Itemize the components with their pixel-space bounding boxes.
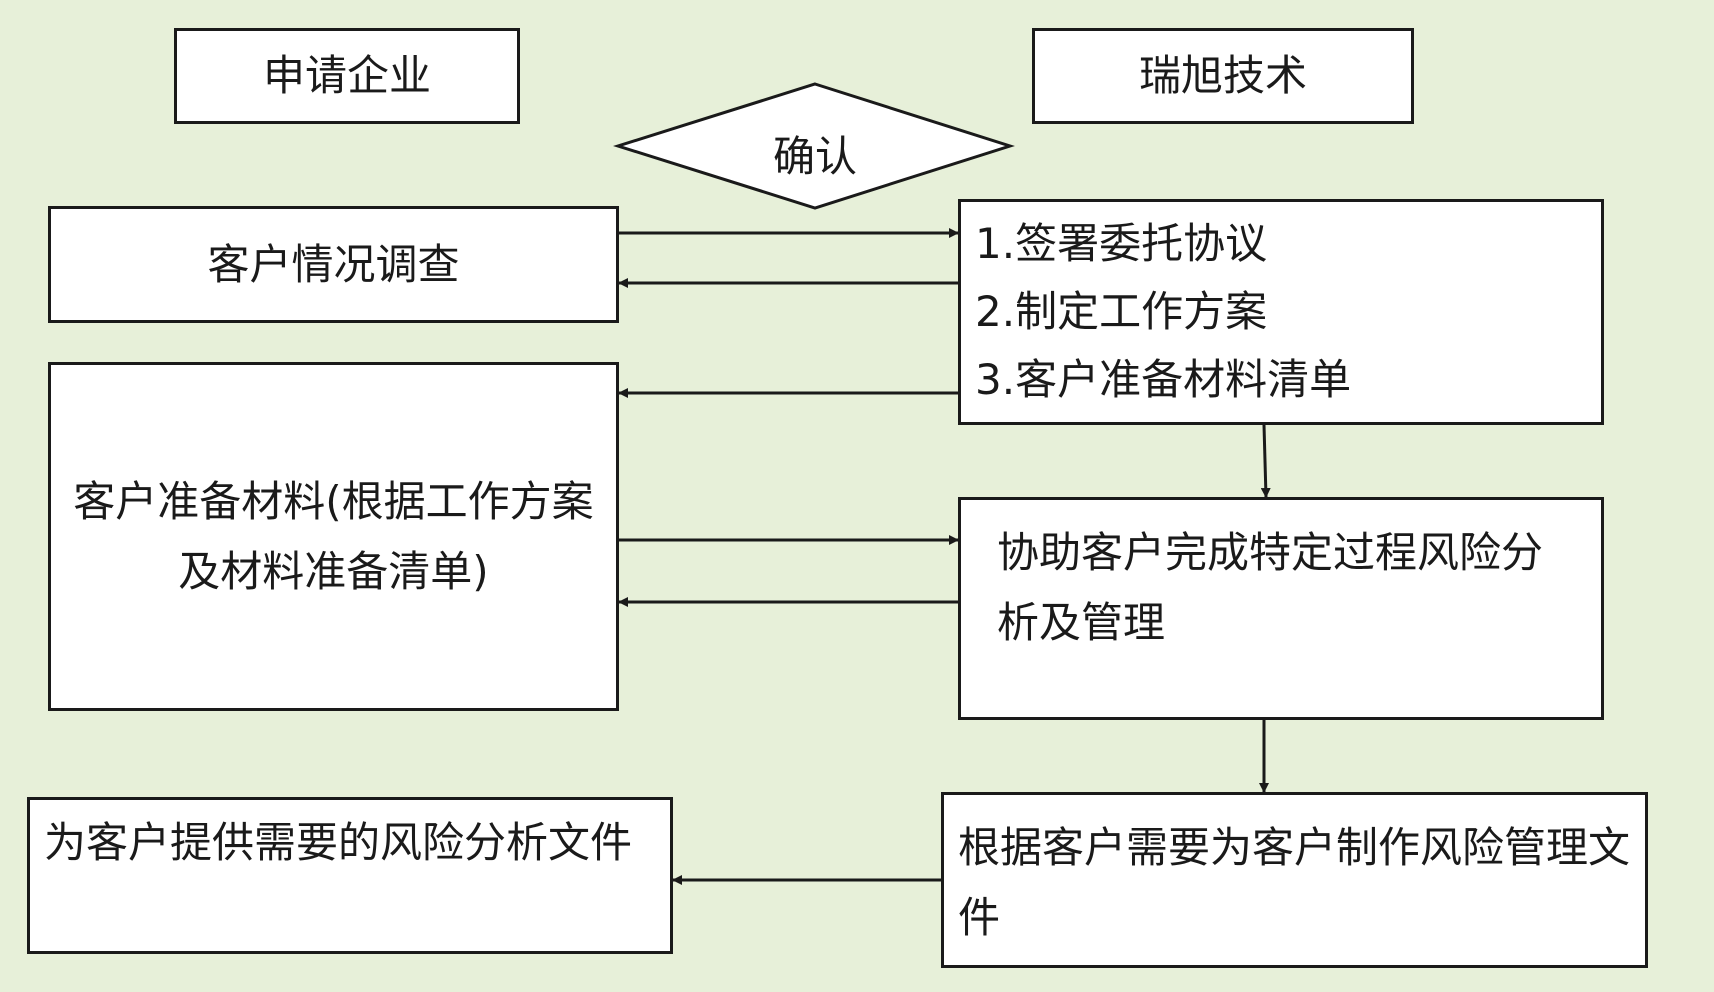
customer-survey-label: 客户情况调查 [207,239,460,289]
header-applicant-label: 申请企业 [262,51,431,100]
assist-analysis-label: 协助客户完成特定过程风险分析及管理 [997,528,1544,647]
step-2: 2.制定工作方案 [975,287,1268,336]
make-documents-box: 根据客户需要为客户制作风险管理文件 [941,792,1648,968]
header-provider: 瑞旭技术 [1032,28,1414,124]
header-applicant: 申请企业 [174,28,520,124]
provide-documents-label: 为客户提供需要的风险分析文件 [44,818,633,867]
step-1: 1.签署委托协议 [975,219,1268,268]
customer-prepare-label: 客户准备材料(根据工作方案及材料准备清单) [73,476,594,596]
decision-label: 确认 [772,131,857,181]
customer-survey-box: 客户情况调查 [48,206,619,323]
provide-documents-box: 为客户提供需要的风险分析文件 [27,797,673,954]
customer-prepare-box: 客户准备材料(根据工作方案及材料准备清单) [48,362,619,711]
decision-diamond [613,82,1015,210]
arrow-steps-to-assist [1260,424,1271,498]
steps-box: 1.签署委托协议 2.制定工作方案 3.客户准备材料清单 [958,199,1604,425]
step-3: 3.客户准备材料清单 [975,355,1352,404]
make-documents-label: 根据客户需要为客户制作风险管理文件 [958,823,1631,942]
header-provider-label: 瑞旭技术 [1138,51,1307,100]
assist-analysis-box: 协助客户完成特定过程风险分析及管理 [958,497,1604,720]
